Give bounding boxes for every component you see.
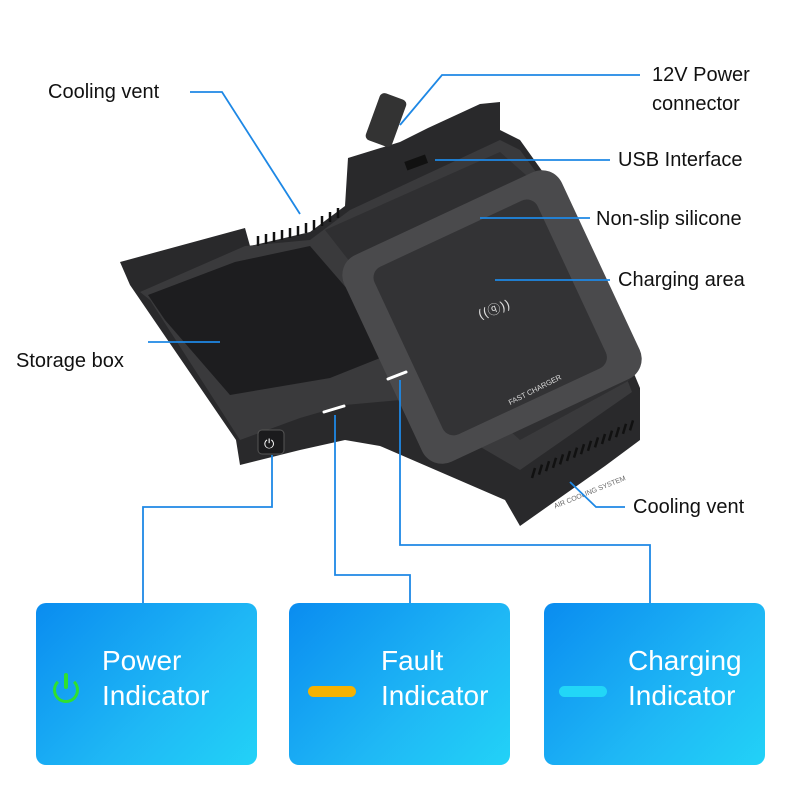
vent-slot [572, 447, 579, 458]
vent-slot [628, 420, 635, 431]
usb-port [404, 154, 429, 171]
vent-slot [551, 457, 558, 469]
vent-slot [558, 454, 565, 465]
bottom-cooling-vent [530, 420, 635, 479]
power-button [257, 429, 285, 455]
power-indicator-line2: Indicator [102, 680, 210, 711]
power-indicator-line1: Power [102, 645, 182, 676]
power-button-icon: ⏻ [264, 436, 274, 451]
power-icon [53, 677, 79, 703]
storage-box [148, 246, 400, 395]
vent-slot [621, 423, 628, 435]
fault-led [322, 404, 346, 414]
vent-slot [593, 437, 600, 448]
charging-indicator-card: Charging Indicator [544, 603, 765, 765]
vent-slot [544, 460, 551, 472]
charging-indicator-line2: Indicator [628, 680, 736, 711]
label-usb-interface: USB Interface [618, 149, 743, 171]
charging-indicator-line1: Charging [628, 645, 742, 676]
label-charging-area: Charging area [618, 269, 745, 291]
label-cooling-vent-top: Cooling vent [48, 81, 160, 103]
vent-slot [537, 464, 544, 475]
label-storage-box: Storage box [16, 350, 124, 372]
vent-slot [614, 426, 621, 438]
fault-indicator-card: Fault Indicator [289, 603, 510, 765]
power-indicator-card: Power Indicator [36, 603, 257, 765]
top-cooling-vent [256, 208, 340, 246]
power-icon-stem [64, 673, 68, 689]
vent-slot [600, 433, 607, 445]
charging-led [386, 370, 408, 381]
vent-slot [530, 467, 537, 479]
label-cooling-vent-bottom: Cooling vent [633, 496, 745, 518]
vent-slot [579, 443, 586, 455]
fault-indicator-line1: Fault [381, 645, 444, 676]
fault-indicator-line2: Indicator [381, 680, 489, 711]
leader-lines [142, 74, 651, 603]
label-12v-power-line1: 12V Power [652, 64, 750, 86]
charging-area-pad [373, 199, 607, 436]
label-non-slip-silicone: Non-slip silicone [596, 208, 742, 230]
12v-connector [365, 93, 407, 147]
vent-slot [565, 450, 572, 462]
charging-bar-icon [559, 686, 607, 697]
vent-slot [607, 430, 614, 441]
label-12v-power-line2: connector [652, 93, 740, 115]
vent-slot [586, 440, 593, 452]
fault-bar-icon [308, 686, 356, 697]
